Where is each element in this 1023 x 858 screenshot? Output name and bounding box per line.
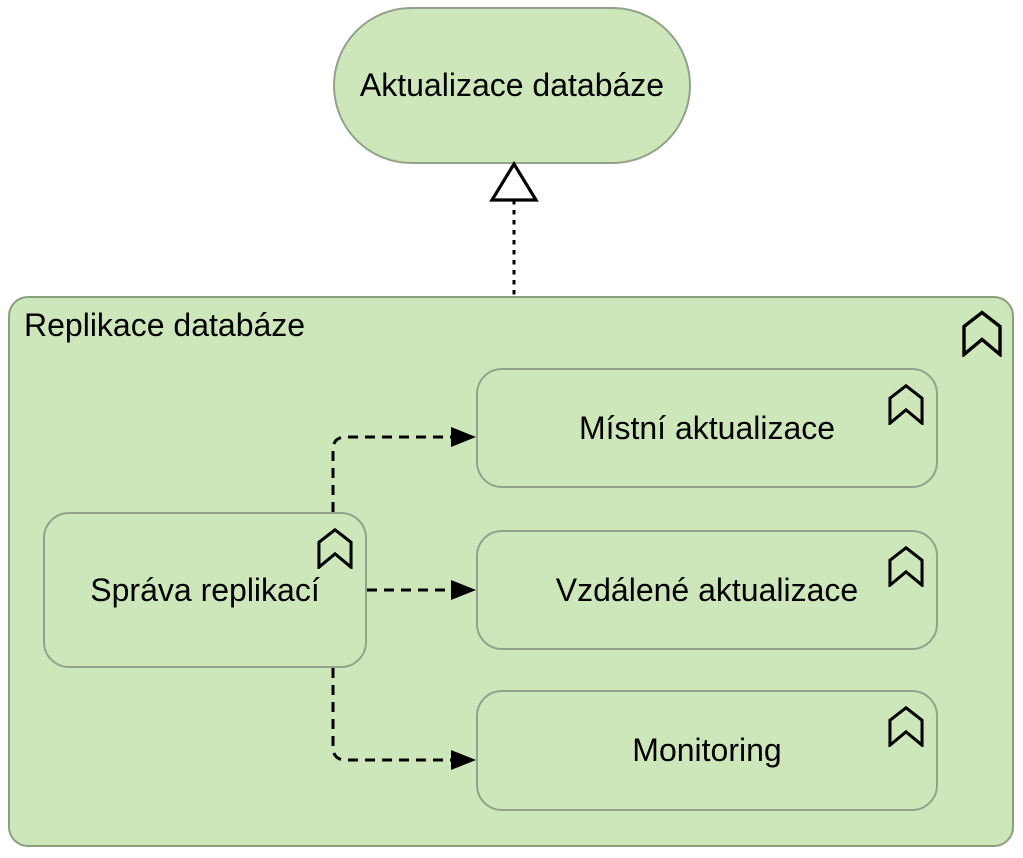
node-vzdalene-aktualizace[interactable]: Vzdálené aktualizace — [476, 530, 938, 650]
node-label: Aktualizace databáze — [359, 67, 665, 104]
function-chevron-icon — [888, 706, 924, 747]
relation-realization — [489, 160, 539, 296]
hollow-triangle-arrowhead — [489, 160, 539, 202]
node-label: Monitoring — [632, 732, 782, 769]
function-chevron-icon — [888, 546, 924, 587]
node-label: Správa replikací — [90, 571, 320, 608]
node-label: Vzdálené aktualizace — [555, 571, 859, 608]
node-label: Místní aktualizace — [578, 409, 836, 446]
function-chevron-icon — [962, 310, 1002, 357]
function-chevron-icon — [317, 528, 353, 569]
function-chevron-icon — [888, 384, 924, 425]
node-monitoring[interactable]: Monitoring — [476, 690, 938, 811]
node-sprava-replikaci[interactable]: Správa replikací — [43, 512, 367, 668]
node-mistni-aktualizace[interactable]: Místní aktualizace — [476, 368, 938, 488]
container-label: Replikace databáze — [24, 307, 306, 343]
node-aktualizace-databaze[interactable]: Aktualizace databáze — [333, 7, 691, 164]
